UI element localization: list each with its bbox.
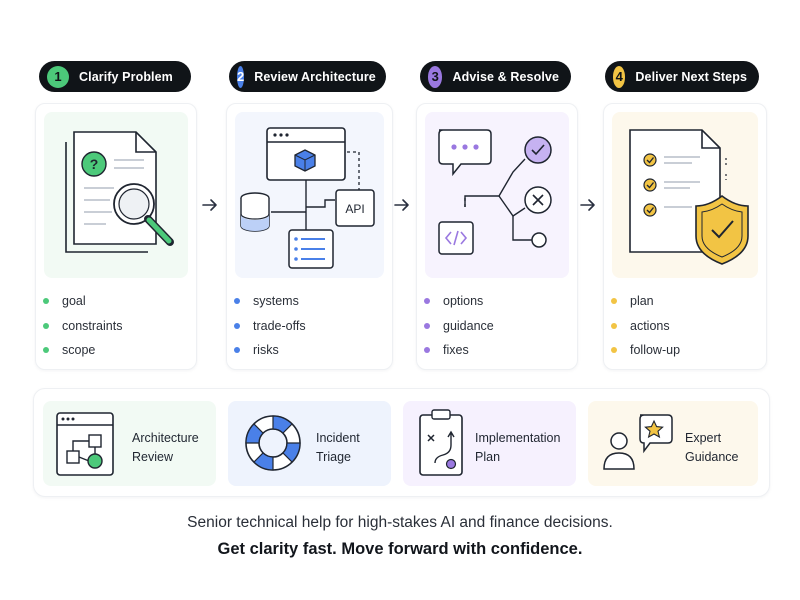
list-item: trade-offs <box>234 314 306 339</box>
life-ring-icon <box>245 415 301 471</box>
step-1-bullet-list: goal constraints scope <box>43 289 122 363</box>
bullet-dot-icon <box>424 347 430 354</box>
list-item: systems <box>234 289 306 314</box>
list-item: scope <box>43 338 122 363</box>
list-item: plan <box>611 289 680 314</box>
bullet-dot-icon <box>43 347 49 354</box>
arrow-right-icon <box>580 199 595 211</box>
bullet-dot-icon <box>611 347 617 354</box>
step-2-title: Review Architecture <box>254 69 376 84</box>
step-4-number-badge: 4 <box>613 65 626 88</box>
step-1-illustration: ? <box>44 112 188 278</box>
service-label: Architecture Review <box>132 431 199 464</box>
step-2-card: API systems trade-offs risks <box>226 103 393 370</box>
step-3-illustration <box>425 112 569 278</box>
step-1-title: Clarify Problem <box>79 69 173 84</box>
document-search-icon: ? <box>65 131 174 253</box>
bullet-dot-icon <box>234 322 240 329</box>
bullet-dot-icon <box>424 298 430 305</box>
step-4-bullet-list: plan actions follow-up <box>611 289 680 363</box>
step-3-header: 3 Advise & Resolve <box>420 61 571 92</box>
list-item: goal <box>43 289 122 314</box>
bullet-dot-icon <box>234 347 240 354</box>
service-architecture-review: Architecture Review <box>43 401 216 486</box>
arrow-right-icon <box>394 199 409 211</box>
checklist-shield-icon <box>629 129 749 265</box>
step-1-number-badge: 1 <box>47 65 69 88</box>
step-4-header: 4 Deliver Next Steps <box>605 61 759 92</box>
step-3-number-badge: 3 <box>428 65 443 88</box>
step-2-header: 2 Review Architecture <box>229 61 386 92</box>
step-1-header: 1 Clarify Problem <box>39 61 191 92</box>
list-item: risks <box>234 338 306 363</box>
service-incident-triage: Incident Triage <box>228 401 391 486</box>
step-3-bullet-list: options guidance fixes <box>424 289 494 363</box>
list-item: follow-up <box>611 338 680 363</box>
step-4-illustration <box>612 112 758 278</box>
svg-text:?: ? <box>90 156 99 172</box>
step-1-card: ? goal constraints scope <box>35 103 197 370</box>
tagline: Senior technical help for high-stakes AI… <box>187 514 613 531</box>
service-label: Incident Triage <box>316 431 360 464</box>
list-item: actions <box>611 314 680 339</box>
bullet-dot-icon <box>43 322 49 329</box>
arrow-right-icon <box>202 199 217 211</box>
architecture-diagram-icon: API <box>240 127 375 269</box>
bullet-dot-icon <box>234 298 240 305</box>
service-label: Implementation Plan <box>475 431 561 464</box>
service-expert-guidance: Expert Guidance <box>588 401 758 486</box>
bullet-dot-icon <box>611 298 617 305</box>
architecture-review-icon <box>56 412 114 476</box>
bullet-dot-icon <box>43 298 49 305</box>
bullet-dot-icon <box>611 322 617 329</box>
tagline-bold: Get clarity fast. Move forward with conf… <box>217 540 583 558</box>
service-label: Expert Guidance <box>685 431 739 464</box>
step-4-title: Deliver Next Steps <box>635 69 747 84</box>
bullet-dot-icon <box>424 322 430 329</box>
service-implementation-plan: Implementation Plan <box>403 401 576 486</box>
api-label: API <box>345 202 364 216</box>
step-2-number-badge: 2 <box>237 65 245 88</box>
step-3-card: options guidance fixes <box>416 103 578 370</box>
step-4-card: plan actions follow-up <box>603 103 767 370</box>
clipboard-plan-icon <box>419 409 463 476</box>
step-3-title: Advise & Resolve <box>452 69 559 84</box>
list-item: constraints <box>43 314 122 339</box>
list-item: guidance <box>424 314 494 339</box>
list-item: options <box>424 289 494 314</box>
step-2-bullet-list: systems trade-offs risks <box>234 289 306 363</box>
step-2-illustration: API <box>235 112 384 278</box>
expert-star-icon <box>603 414 673 470</box>
decision-flow-icon <box>438 129 552 255</box>
list-item: fixes <box>424 338 494 363</box>
